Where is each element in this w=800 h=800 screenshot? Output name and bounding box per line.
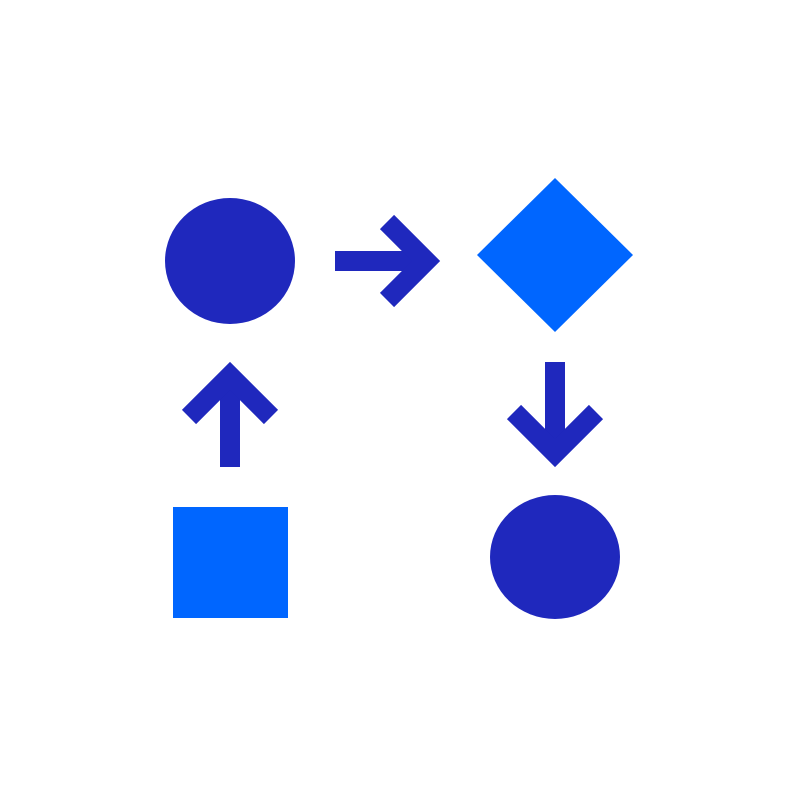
arrow-down-icon: [506, 362, 604, 468]
circle-node-top: [165, 198, 295, 324]
circle-node-bottom: [490, 495, 620, 619]
arrow-right-icon: [335, 214, 441, 308]
square-node: [173, 507, 288, 618]
diamond-node: [477, 178, 633, 332]
arrow-up-icon: [181, 361, 279, 467]
